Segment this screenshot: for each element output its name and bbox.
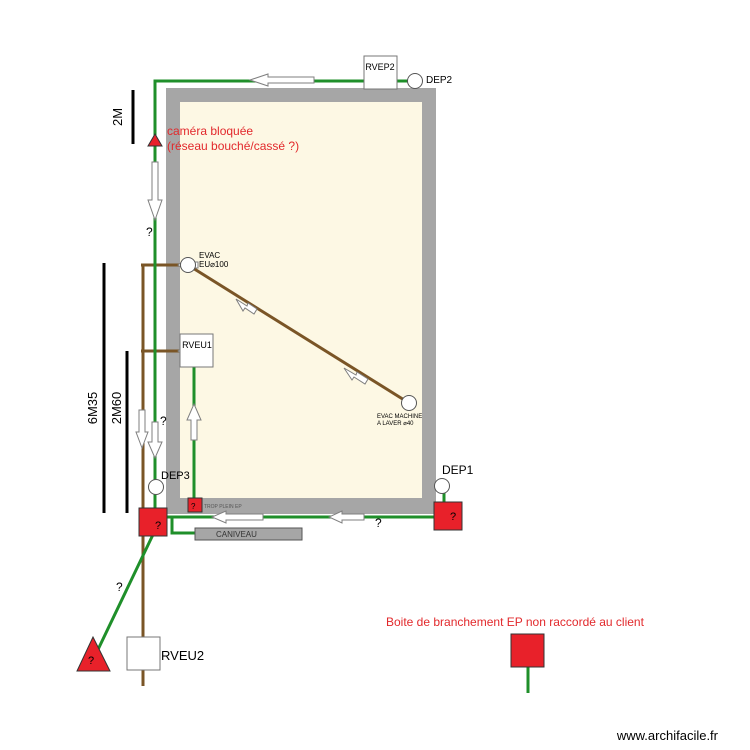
arrow-icon	[210, 510, 264, 524]
red-box-trop-plein	[187, 497, 203, 513]
watermark: www.archifacile.fr	[616, 728, 719, 743]
caniveau-channel	[194, 527, 303, 541]
arrow-icon	[343, 367, 369, 385]
arrow-icon	[135, 409, 149, 450]
camera-note-line2: (réseau bouché/cassé ?)	[167, 139, 299, 153]
evac-manhole-icon	[180, 257, 196, 273]
building	[166, 88, 436, 514]
arrow-icon	[235, 298, 258, 315]
inspection-boxes	[126, 55, 398, 671]
arrow-icon	[147, 161, 163, 222]
question-mark-in-box: ?	[155, 520, 161, 532]
evac-machine-manhole-icon	[401, 395, 417, 411]
question-mark-in-small-box: ?	[191, 502, 196, 511]
rveu2-label: RVEU2	[161, 648, 204, 663]
dep3-manhole-icon	[148, 479, 164, 495]
question-mark: ?	[375, 516, 382, 530]
camera-triangle-icon	[147, 133, 163, 147]
ep-pipe-caniveau	[170, 517, 197, 535]
camera-note-line1: caméra bloquée	[167, 124, 253, 138]
labels: RVEP2 DEP2 RVEU1 EVAC EU⌀100 EVAC MACHIN…	[161, 62, 474, 663]
dep2-label: DEP2	[426, 75, 453, 86]
evac-machine-label-line1: EVAC MACHINE	[377, 414, 422, 420]
red-box-dep3	[138, 507, 168, 537]
dep2-manhole-icon	[407, 73, 423, 89]
room-floor	[180, 102, 422, 498]
rveu2-box	[126, 636, 161, 671]
question-mark: ?	[160, 414, 167, 428]
question-mark-in-box: ?	[450, 511, 456, 523]
ep-pipe-top	[153, 79, 415, 520]
evac-label-line2: EU⌀100	[199, 260, 229, 269]
question-mark: ?	[146, 225, 153, 239]
rvep2-box	[363, 55, 398, 90]
dep1-manhole-icon	[434, 478, 450, 494]
trop-plein-label: TROP PLEIN EP	[204, 504, 242, 510]
rveu1-box	[179, 333, 214, 368]
evac-machine-label-line2: A LAVER ⌀40	[377, 421, 414, 427]
rveu1-label: RVEU1	[182, 340, 212, 350]
question-marks: ? ? ? ? ? ? ? ?	[88, 225, 456, 667]
evac-label-line1: EVAC	[199, 251, 220, 260]
eu-pipe-diagonal	[187, 263, 410, 405]
dim-label-6m35: 6M35	[85, 392, 100, 425]
notes: caméra bloquée (réseau bouché/cassé ?) B…	[167, 124, 645, 629]
dim-label-2m: 2M	[110, 108, 125, 126]
arrow-icon	[327, 510, 365, 524]
rvep2-label: RVEP2	[365, 62, 394, 72]
question-mark: ?	[116, 580, 123, 594]
dep3-label: DEP3	[161, 470, 190, 482]
dep1-label: DEP1	[442, 463, 474, 477]
red-boxes	[76, 133, 545, 672]
legend-red-box	[510, 633, 545, 668]
dim-label-2m60: 2M60	[109, 392, 124, 425]
arrow-icon	[147, 421, 163, 460]
question-mark-in-triangle: ?	[88, 655, 94, 667]
red-box-dep1	[433, 501, 463, 531]
caniveau-label: CANIVEAU	[216, 530, 257, 539]
manholes	[148, 73, 450, 495]
arrow-icon	[248, 73, 315, 87]
arrow-icon	[186, 402, 202, 441]
dimension-bars: 2M 6M35 2M60	[85, 90, 135, 513]
ep-pipe-to-triangle	[91, 519, 162, 661]
legend-note: Boite de branchement EP non raccordé au …	[386, 615, 645, 629]
red-triangle-box	[76, 635, 111, 672]
